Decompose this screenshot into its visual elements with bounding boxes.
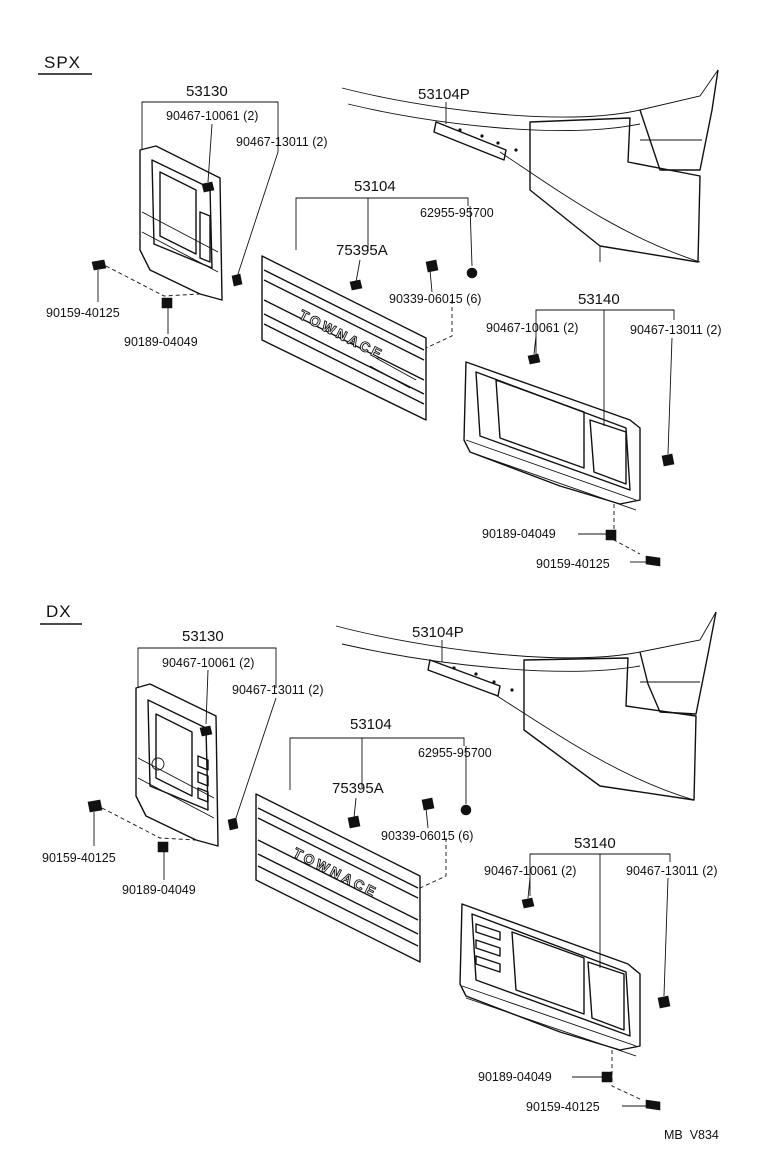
label-lh-screw-b: 90467-13011 (2): [232, 683, 324, 697]
leader-rh-screw-a: [527, 877, 531, 899]
label-rh-bolt: 90159-40125: [526, 1100, 600, 1114]
label-lh-screw-a: 90467-10061 (2): [166, 109, 258, 123]
rh-screw-a-part: [527, 353, 541, 365]
dash-lh-bolt: [101, 807, 197, 841]
leader-clip-a: [469, 205, 473, 267]
rh-bolt-part: [645, 1099, 661, 1111]
label-grille-assy: 53104: [354, 178, 396, 195]
lh-screw-b-part: [227, 817, 239, 831]
main-grille: TOWNACE: [261, 255, 427, 421]
section-title-dx: DX: [46, 602, 72, 621]
label-rh-screw-a: 90467-10061 (2): [484, 864, 576, 878]
section-spx: SPX 53104P: [38, 53, 722, 571]
footer-code: MB V834: [664, 1128, 719, 1142]
vehicle-body-outline: [341, 69, 719, 263]
rh-nut-part: [601, 1071, 613, 1083]
label-rh-frame: 53140: [578, 291, 620, 308]
lh-bolt-part: [87, 799, 103, 813]
lh-bolt-part: [91, 259, 107, 271]
leader-lh-frame: [141, 101, 279, 152]
upper-grille-plate: [427, 659, 514, 697]
leader-emblem: [355, 259, 361, 283]
section-title-spx: SPX: [44, 53, 81, 72]
rh-bolt-part: [645, 555, 661, 567]
label-grille-upper: 53104P: [412, 624, 464, 641]
clip-b-part: [421, 797, 435, 811]
leader-grille-assy: [289, 737, 465, 790]
dash-clip-b: [419, 838, 447, 889]
vehicle-body-outline: [335, 611, 717, 801]
label-rh-frame: 53140: [574, 835, 616, 852]
label-clip-b: 90339-06015 (6): [389, 292, 481, 306]
rh-nut-part: [605, 529, 617, 541]
label-rh-screw-a: 90467-10061 (2): [486, 321, 578, 335]
label-grille-assy: 53104: [350, 716, 392, 733]
dash-rh-nut: [611, 1050, 643, 1101]
upper-grille-plate: [433, 121, 518, 161]
emblem-clip: [349, 279, 363, 291]
main-grille: TOWNACE: [255, 793, 421, 963]
emblem-clip: [347, 815, 361, 829]
label-rh-bolt: 90159-40125: [536, 557, 610, 571]
rh-screw-a-part: [521, 897, 535, 909]
lh-screw-b-part: [231, 273, 243, 287]
label-grille-upper: 53104P: [418, 86, 470, 103]
leader-clip-b: [429, 269, 433, 293]
lh-nut-part: [161, 297, 173, 309]
dash-lh-bolt: [105, 265, 201, 297]
rh-screw-b-part: [661, 453, 675, 467]
lh-headlamp-frame: [139, 145, 223, 301]
leader-lh-screw-b: [235, 697, 277, 819]
rh-screw-b-part: [657, 995, 671, 1009]
clip-a-part: [460, 804, 472, 816]
dash-clip-b: [425, 300, 453, 349]
lh-screw-a-part: [199, 725, 213, 737]
label-emblem: 75395A: [336, 242, 388, 259]
dash-rh-nut: [613, 504, 641, 555]
clip-a-part: [466, 267, 478, 279]
lh-headlamp-frame: [135, 683, 219, 847]
rh-headlamp-frame: [459, 903, 641, 1057]
lh-nut-part: [157, 841, 169, 853]
label-clip-a: 62955-95700: [418, 746, 492, 760]
leader-lh-screw-a: [207, 123, 213, 183]
rh-headlamp-frame: [463, 361, 641, 511]
label-emblem: 75395A: [332, 780, 384, 797]
label-rh-nut: 90189-04049: [478, 1070, 552, 1084]
leader-lh-frame: [137, 647, 277, 688]
leader-lh-screw-a: [205, 669, 209, 725]
label-lh-nut: 90189-04049: [124, 335, 198, 349]
label-lh-bolt: 90159-40125: [42, 851, 116, 865]
label-rh-screw-b: 90467-13011 (2): [630, 323, 722, 337]
leader-clip-b: [425, 807, 429, 829]
label-lh-frame: 53130: [186, 83, 228, 100]
leader-rh-frame: [535, 309, 675, 354]
label-lh-frame: 53130: [182, 628, 224, 645]
label-rh-screw-b: 90467-13011 (2): [626, 864, 718, 878]
label-lh-nut: 90189-04049: [122, 883, 196, 897]
clip-b-part: [425, 259, 439, 273]
label-clip-b: 90339-06015 (6): [381, 829, 473, 843]
leader-grille-assy: [295, 197, 469, 250]
leader-lh-screw-b: [237, 151, 279, 275]
lh-screw-a-part: [201, 181, 215, 193]
label-clip-a: 62955-95700: [420, 206, 494, 220]
label-lh-screw-a: 90467-10061 (2): [162, 656, 254, 670]
leader-rh-screw-a: [533, 335, 537, 355]
leader-rh-screw-b: [663, 877, 669, 997]
leader-rh-screw-b: [667, 337, 673, 455]
leader-emblem: [353, 797, 357, 819]
label-rh-nut: 90189-04049: [482, 527, 556, 541]
section-dx: DX 53104P TOWNACE: [40, 602, 718, 1114]
label-lh-bolt: 90159-40125: [46, 306, 120, 320]
label-lh-screw-b: 90467-13011 (2): [236, 135, 328, 149]
